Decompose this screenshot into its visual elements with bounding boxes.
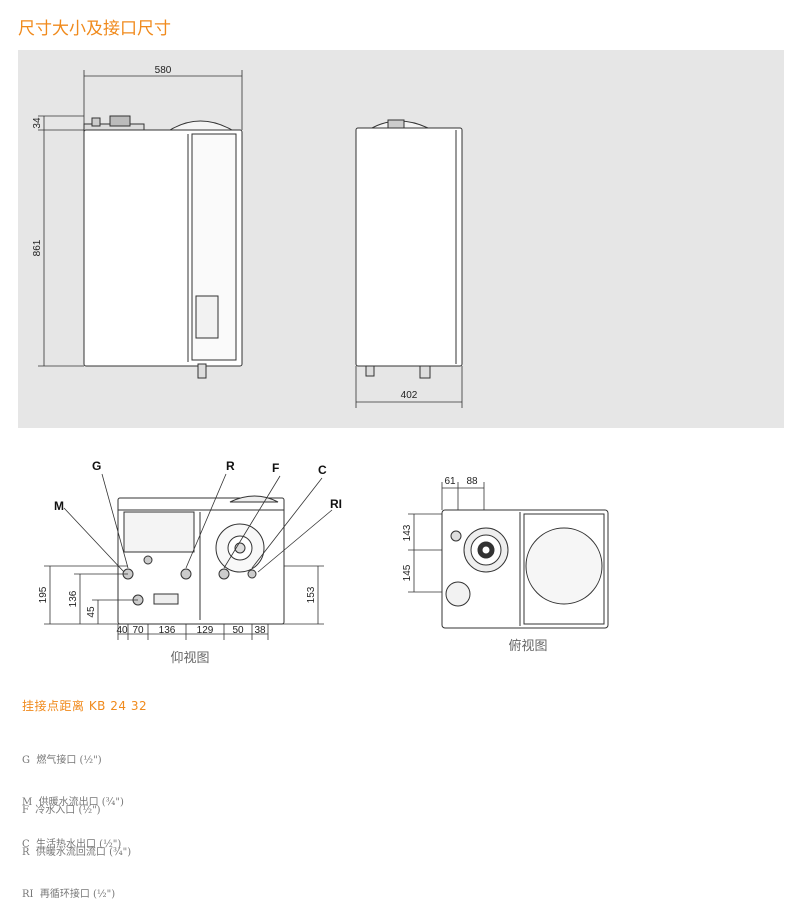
spacing-title: 挂接点距离 KB 24 32 [22,699,148,713]
connection-label-c: C [318,463,327,477]
legend-item: M 供暖水流出口 (¾") [22,797,124,808]
front-side-views: 580 34 861 402 [32,65,463,408]
bottom-hdim-70: 70 [132,625,144,636]
front-top-dim: 34 [32,117,43,129]
top-view: 61 88 143 145 俯视图 [402,476,609,654]
side-view [355,119,463,379]
page-title: 尺寸大小及接口尺寸 [18,19,171,39]
bottom-dim-45: 45 [86,606,97,618]
bottom-hdim-38: 38 [254,625,266,636]
side-depth-dim: 402 [401,390,418,401]
top-dim-145: 145 [402,564,413,581]
legend-item: G 燃气接口 (½") [22,755,102,766]
bottom-hdim-129: 129 [197,625,214,636]
bottom-dim-195: 195 [38,586,49,603]
legend-group-2: F 冷水入口 (½") R 供暖水流回流口 (¾") RI 再循环接口 (½") [22,776,131,916]
bottom-hdim-40: 40 [116,625,128,636]
bottom-view: G R F C RI M 195 136 45 153 40 70 136 12… [38,459,342,666]
connection-label-g: G [92,459,101,473]
front-dimension-lines [38,70,243,367]
legend-item: RI 再循环接口 (½") [22,889,116,900]
side-dimension-lines [355,366,463,408]
bottom-dim-153: 153 [306,586,317,603]
bottom-view-caption: 仰视图 [170,651,209,666]
front-view [83,115,243,379]
bottom-dim-136: 136 [68,590,79,607]
connection-label-ri: RI [330,497,342,511]
top-dim-88: 88 [466,476,478,487]
connection-label-f: F [272,461,279,475]
connection-label-r: R [226,459,235,473]
connection-label-m: M [54,499,64,513]
top-dim-61: 61 [444,476,456,487]
front-width-dim: 580 [155,65,172,76]
bottom-hdim-136: 136 [159,625,176,636]
top-view-caption: 俯视图 [508,638,547,654]
front-height-dim: 861 [32,239,43,256]
bottom-hdim-50: 50 [232,625,244,636]
top-dim-143: 143 [402,524,413,541]
legend-item: R 供暖水流回流口 (¾") [22,847,132,858]
legend-item: F 冷水入口 (½") [22,805,101,816]
